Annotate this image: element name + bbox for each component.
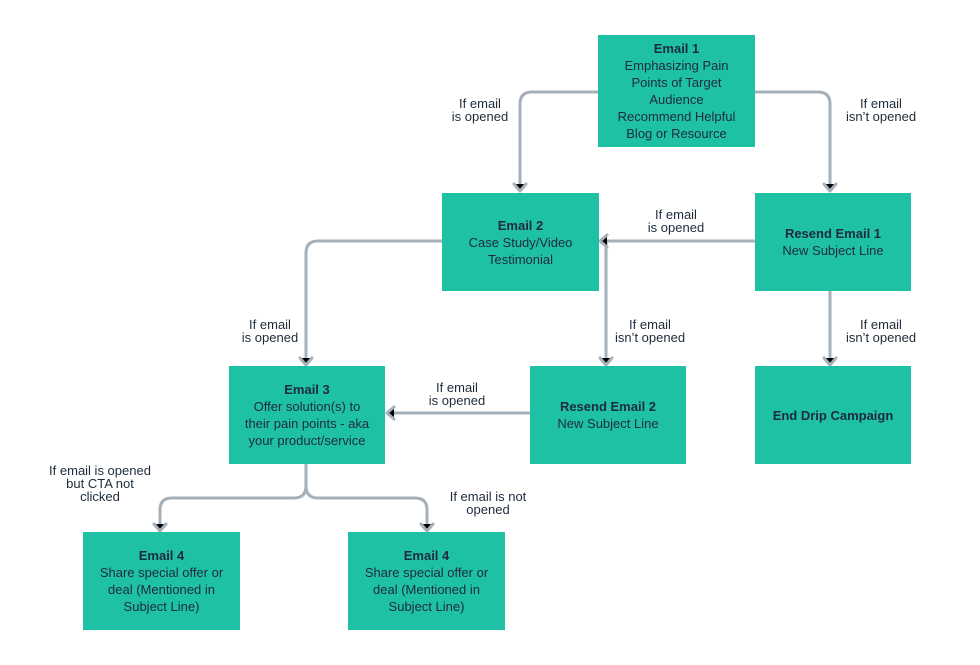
end-drip-campaign-title: End Drip Campaign — [772, 407, 894, 423]
resend-email2-box: Resend Email 2 New Subject Line — [530, 366, 686, 464]
label-line: If email — [459, 96, 501, 111]
label-resend2-opened: If email is opened — [417, 381, 497, 407]
resend-email1-title: Resend Email 1 — [784, 226, 882, 241]
label-line: If email is opened — [49, 463, 151, 478]
connector-email1-to-email2 — [518, 90, 600, 188]
email3-line: Offer solution(s) to — [253, 399, 361, 414]
email1-box: Email 1 Emphasizing Pain Points of Targe… — [598, 35, 755, 147]
label-line: If email — [249, 317, 291, 332]
label-email1-opened: If email is opened — [440, 97, 520, 123]
label-line: is opened — [428, 393, 486, 408]
email2-title: Email 2 — [497, 217, 544, 233]
email1-line: Recommend Helpful — [617, 109, 736, 124]
label-line: If email — [655, 207, 697, 222]
email1-title: Email 1 — [653, 41, 700, 56]
email4-left-line: deal (Mentioned in — [108, 582, 215, 597]
email4-right-line: Subject Line) — [388, 599, 465, 614]
label-line: is opened — [647, 220, 705, 235]
label-email2-not-opened: If email isn’t opened — [607, 318, 693, 344]
resend-email1-box: Resend Email 1 New Subject Line — [755, 193, 911, 291]
resend-email2-title: Resend Email 2 — [559, 399, 657, 414]
label-line: opened — [466, 502, 510, 517]
label-line: If email — [860, 96, 902, 111]
label-line: but CTA not — [66, 476, 134, 491]
email1-line: Audience — [649, 92, 704, 107]
email3-box: Email 3 Offer solution(s) to their pain … — [229, 366, 385, 464]
arrowhead-email2-right — [598, 233, 609, 249]
arrowhead-resend1-top — [822, 182, 838, 193]
label-line: If email is not — [449, 489, 527, 504]
label-resend1-not-opened: If email isn’t opened — [838, 318, 924, 344]
email4-left-line: Subject Line) — [123, 599, 200, 614]
label-line: isn’t opened — [845, 109, 917, 124]
email3-line: their pain points - aka — [244, 416, 370, 431]
label-email2-opened: If email is opened — [230, 318, 310, 344]
label-line: If email — [860, 317, 902, 332]
label-email1-not-opened: If email isn’t opened — [838, 97, 924, 123]
arrowhead-resend2-top — [598, 356, 614, 367]
email4-right-line: deal (Mentioned in — [373, 582, 480, 597]
connector-email1-to-resend1 — [753, 90, 832, 188]
email4-box-right: Email 4 Share special offer or deal (Men… — [348, 532, 505, 630]
end-drip-campaign-box: End Drip Campaign — [755, 366, 911, 464]
email4-left-title: Email 4 — [138, 548, 185, 563]
label-line: clicked — [80, 489, 120, 504]
label-email3-not-opened: If email is not opened — [438, 490, 538, 516]
label-line: isn’t opened — [845, 330, 917, 345]
arrowhead-email3-top — [298, 356, 314, 367]
email1-line: Emphasizing Pain — [624, 58, 729, 73]
connector-email3-split — [158, 461, 429, 528]
email4-right-title: Email 4 — [403, 548, 450, 563]
email4-left-line: Share special offer or — [99, 565, 224, 580]
email4-box-left: Email 4 Share special offer or deal (Men… — [83, 532, 240, 630]
label-resend1-opened: If email is opened — [636, 208, 716, 234]
email2-box: Email 2 Case Study/Video Testimonial — [442, 193, 599, 291]
label-line: If email — [629, 317, 671, 332]
arrowhead-email3-right — [385, 405, 396, 421]
arrowhead-email2-top — [512, 182, 528, 193]
email3-title: Email 3 — [284, 382, 330, 397]
email2-line: Case Study/Video — [468, 234, 573, 250]
resend-email1-line: New Subject Line — [782, 243, 884, 258]
label-line: isn’t opened — [614, 330, 686, 345]
email1-line: Points of Target — [631, 75, 722, 90]
label-cta-not-clicked: If email is opened but CTA not clicked — [38, 464, 162, 503]
arrowhead-end-top — [822, 356, 838, 367]
label-line: is opened — [451, 109, 509, 124]
connector-email2-to-email3 — [304, 239, 444, 362]
label-line: If email — [436, 380, 478, 395]
email4-right-line: Share special offer or — [364, 565, 489, 580]
email2-line: Testimonial — [487, 251, 554, 267]
arrowhead-email4a-top — [152, 522, 168, 533]
label-line: is opened — [241, 330, 299, 345]
email3-line: your product/service — [248, 433, 366, 448]
resend-email2-line: New Subject Line — [557, 416, 659, 431]
email1-line: Blog or Resource — [626, 126, 727, 141]
arrowhead-email4b-top — [419, 522, 435, 533]
